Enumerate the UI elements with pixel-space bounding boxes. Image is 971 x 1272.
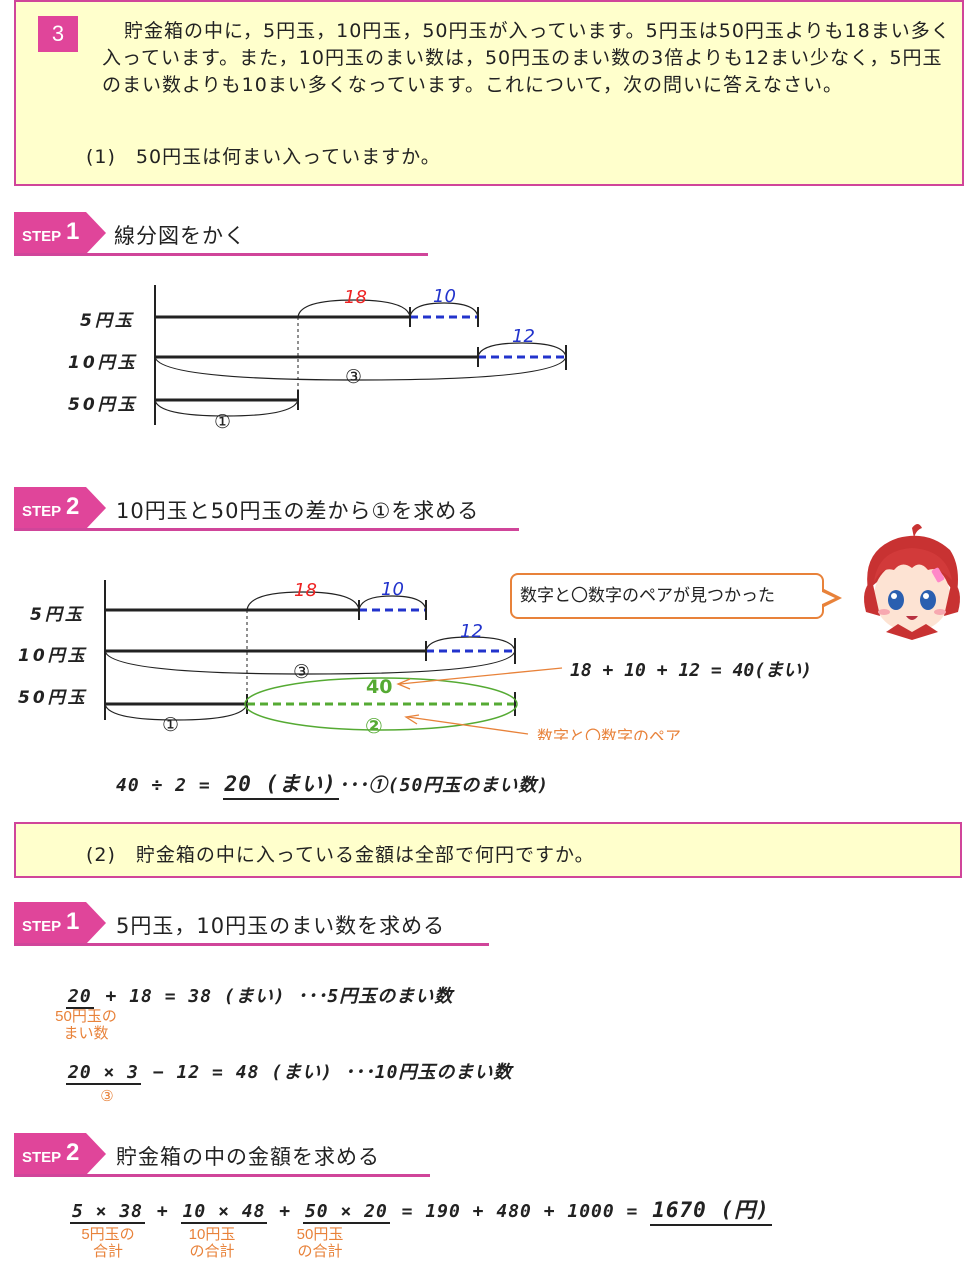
row-label-10yen: 10円玉 <box>68 353 138 373</box>
label-circle-1: ① <box>162 714 179 736</box>
equation-tail: = 190 + 480 + 1000 = <box>401 1201 639 1222</box>
final-answer: 1670 (円) <box>650 1194 772 1226</box>
note-50yen-count: 50円玉の まい数 <box>55 1008 117 1042</box>
step-word: STEP <box>22 503 62 520</box>
step-word: STEP <box>22 228 62 245</box>
character-avatar <box>864 524 960 640</box>
plus: + <box>156 1201 169 1222</box>
label-circle-1: ① <box>214 411 231 433</box>
step-title: 5円玉，10円玉のまい数を求める <box>116 914 446 938</box>
calc-line-1: 40 ÷ 2 = 20 (まい)･･･①(50円玉のまい数) <box>116 768 549 800</box>
calc-rest: ･･･①(50円玉のまい数) <box>338 775 550 796</box>
row-label-50yen: 50円玉 <box>68 395 138 415</box>
label-circle-2: ② <box>365 714 383 738</box>
label-18: 18 <box>294 580 317 601</box>
question-2-box: (2) 貯金箱の中に入っている金額は全部で何円ですか。 <box>14 822 962 878</box>
label-10: 10 <box>381 579 404 600</box>
term-10yen: 10 × 48 <box>180 1201 268 1224</box>
label-18: 18 <box>344 287 367 308</box>
step-number: 1 <box>66 908 80 935</box>
question-1: (1) 50円玉は何まい入っていますか。 <box>86 146 441 168</box>
step-number: 1 <box>66 218 80 245</box>
problem-box: 3 貯金箱の中に，5円玉，10円玉，50円玉が入っています。5円玉は50円玉より… <box>14 0 964 186</box>
eq-rest: − 12 = 48 (まい) ･･･10円玉のまい数 <box>141 1062 513 1083</box>
term-5yen: 5 × 38 <box>70 1201 146 1224</box>
label-12: 12 <box>460 621 483 642</box>
step-title: 線分図をかく <box>114 224 246 248</box>
row-label-5yen: 5円玉 <box>30 605 85 625</box>
calc-answer: 20 (まい) <box>222 768 339 800</box>
problem-number: 3 <box>38 16 78 52</box>
line-diagram-1: 5円玉 10円玉 50円玉 18 10 12 ③ ① <box>68 285 567 433</box>
step-word: STEP <box>22 918 62 935</box>
step-number: 2 <box>66 493 80 520</box>
row-label-5yen: 5円玉 <box>80 311 135 331</box>
eq-rest: + 18 = 38 (まい) ･･･5円玉のまい数 <box>93 986 454 1007</box>
label-10: 10 <box>433 286 456 307</box>
equation-5yen-count: 20 + 18 = 38 (まい) ･･･5円玉のまい数 <box>66 982 453 1009</box>
label-circle-3: ③ <box>345 366 362 388</box>
note-circle-3: ③ <box>100 1088 114 1105</box>
sum-equation: 18 + 10 + 12 = 40(まい) <box>570 660 812 681</box>
term-50yen: 50 × 20 <box>302 1201 390 1224</box>
calc-lhs: 40 ÷ 2 = <box>116 775 223 796</box>
equation-10yen-count: 20 × 3 − 12 = 48 (まい) ･･･10円玉のまい数 <box>66 1058 512 1085</box>
plus: + <box>279 1201 292 1222</box>
pair-note: 数字と〇数字のペア <box>537 728 681 740</box>
equation-total: 5 × 38 + 10 × 48 + 50 × 20 = 190 + 480 +… <box>70 1194 772 1226</box>
note-10yen-total: 10円玉 の合計 <box>188 1226 236 1260</box>
row-label-50yen: 50円玉 <box>18 688 88 708</box>
problem-text: 貯金箱の中に，5円玉，10円玉，50円玉が入っています。5円玉は50円玉よりも1… <box>102 20 951 96</box>
step-title: 10円玉と50円玉の差から①を求める <box>116 499 480 523</box>
question-2: (2) 貯金箱の中に入っている金額は全部で何円ですか。 <box>86 844 595 866</box>
line-diagram-2: 5円玉 10円玉 50円玉 18 10 12 ③ ① 40 ② 18 + 10 … <box>18 579 812 740</box>
label-circle-3: ③ <box>293 661 310 683</box>
eq-term: 20 <box>66 986 94 1009</box>
row-label-10yen: 10円玉 <box>18 646 88 666</box>
step-word: STEP <box>22 1149 62 1166</box>
step-title: 貯金箱の中の金額を求める <box>116 1145 380 1169</box>
label-40: 40 <box>366 676 392 698</box>
note-50yen-total: 50円玉 の合計 <box>296 1226 344 1260</box>
label-12: 12 <box>512 326 535 347</box>
eq-term: 20 × 3 <box>66 1062 142 1085</box>
step-number: 2 <box>66 1139 80 1166</box>
note-5yen-total: 5円玉の 合計 <box>81 1226 135 1260</box>
speech-bubble: 数字と〇数字のペアが見つかった <box>510 573 824 619</box>
